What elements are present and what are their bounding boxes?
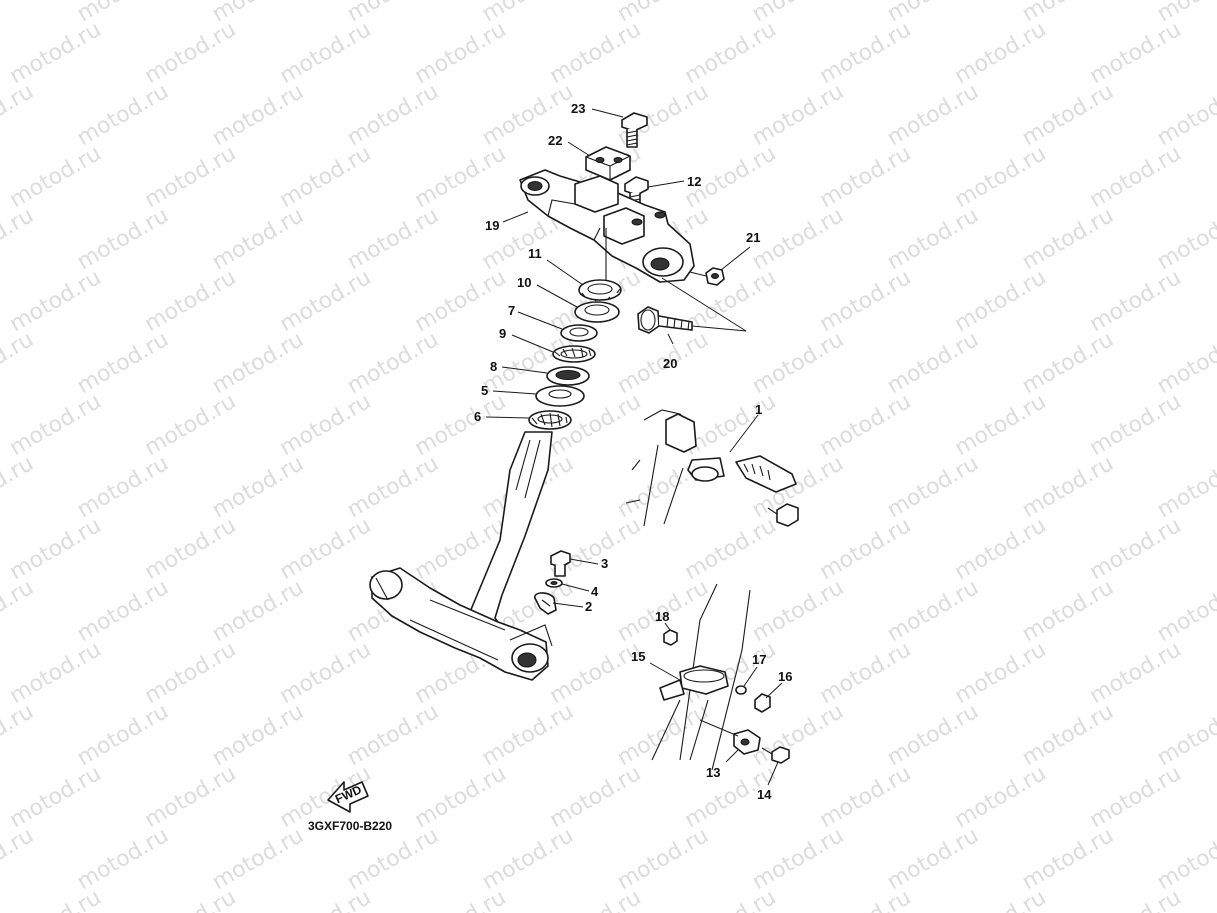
callout-1: 1: [755, 402, 762, 417]
fwd-direction-arrow: FWD: [327, 781, 369, 813]
part-9-ball-bearing[interactable]: [552, 345, 596, 363]
callout-12: 12: [687, 174, 701, 189]
part-18-nut[interactable]: [663, 629, 678, 646]
part-13-clamp[interactable]: [733, 729, 761, 755]
callout-11: 11: [528, 246, 542, 261]
callout-21: 21: [746, 230, 760, 245]
part-11-ring-nut[interactable]: [578, 279, 622, 302]
part-16-screw[interactable]: [754, 693, 771, 713]
part-22-handlebar-clamp[interactable]: [585, 146, 631, 181]
part-4-washer[interactable]: [545, 578, 563, 588]
callout-17: 17: [752, 652, 766, 667]
part-8-bearing-race[interactable]: [546, 366, 590, 386]
callout-18: 18: [655, 609, 669, 624]
part-3-bolt[interactable]: [550, 550, 571, 577]
part-19-upper-bracket[interactable]: [519, 169, 695, 283]
callout-14: 14: [757, 787, 772, 802]
part-14-bolt[interactable]: [761, 746, 790, 764]
callout-19: 19: [485, 218, 499, 233]
part-6-lower-bearing[interactable]: [528, 410, 572, 430]
part-15-hose-holder[interactable]: [659, 665, 729, 701]
callout-10: 10: [517, 275, 531, 290]
part-1-cable-guide[interactable]: [665, 413, 799, 527]
callout-6: 6: [474, 409, 481, 424]
part-10-bearing-cover[interactable]: [574, 301, 620, 323]
part-2-clip[interactable]: [534, 592, 557, 615]
callout-16: 16: [778, 669, 792, 684]
fork-tube-context: [651, 583, 751, 771]
part-23-bolt[interactable]: [621, 112, 648, 148]
callout-15: 15: [631, 649, 645, 664]
callout-23: 23: [571, 101, 585, 116]
callout-9: 9: [499, 326, 506, 341]
part-21-nut[interactable]: [705, 267, 725, 286]
callout-7: 7: [508, 303, 515, 318]
callout-8: 8: [490, 359, 497, 374]
part-7-bearing-race[interactable]: [560, 324, 598, 342]
diagram-code: 3GXF700-B220: [308, 819, 392, 833]
part-5-seal-washer[interactable]: [535, 385, 585, 407]
callout-4: 4: [591, 584, 599, 599]
callout-22: 22: [548, 133, 562, 148]
callout-3: 3: [601, 556, 608, 571]
steering-stem-lower-bracket[interactable]: [369, 431, 553, 681]
callout-13: 13: [706, 765, 720, 780]
callout-2: 2: [585, 599, 592, 614]
callout-5: 5: [481, 383, 488, 398]
part-17-washer[interactable]: [735, 685, 747, 695]
part-20-pinch-bolt[interactable]: [637, 306, 693, 334]
callout-20: 20: [663, 356, 677, 371]
